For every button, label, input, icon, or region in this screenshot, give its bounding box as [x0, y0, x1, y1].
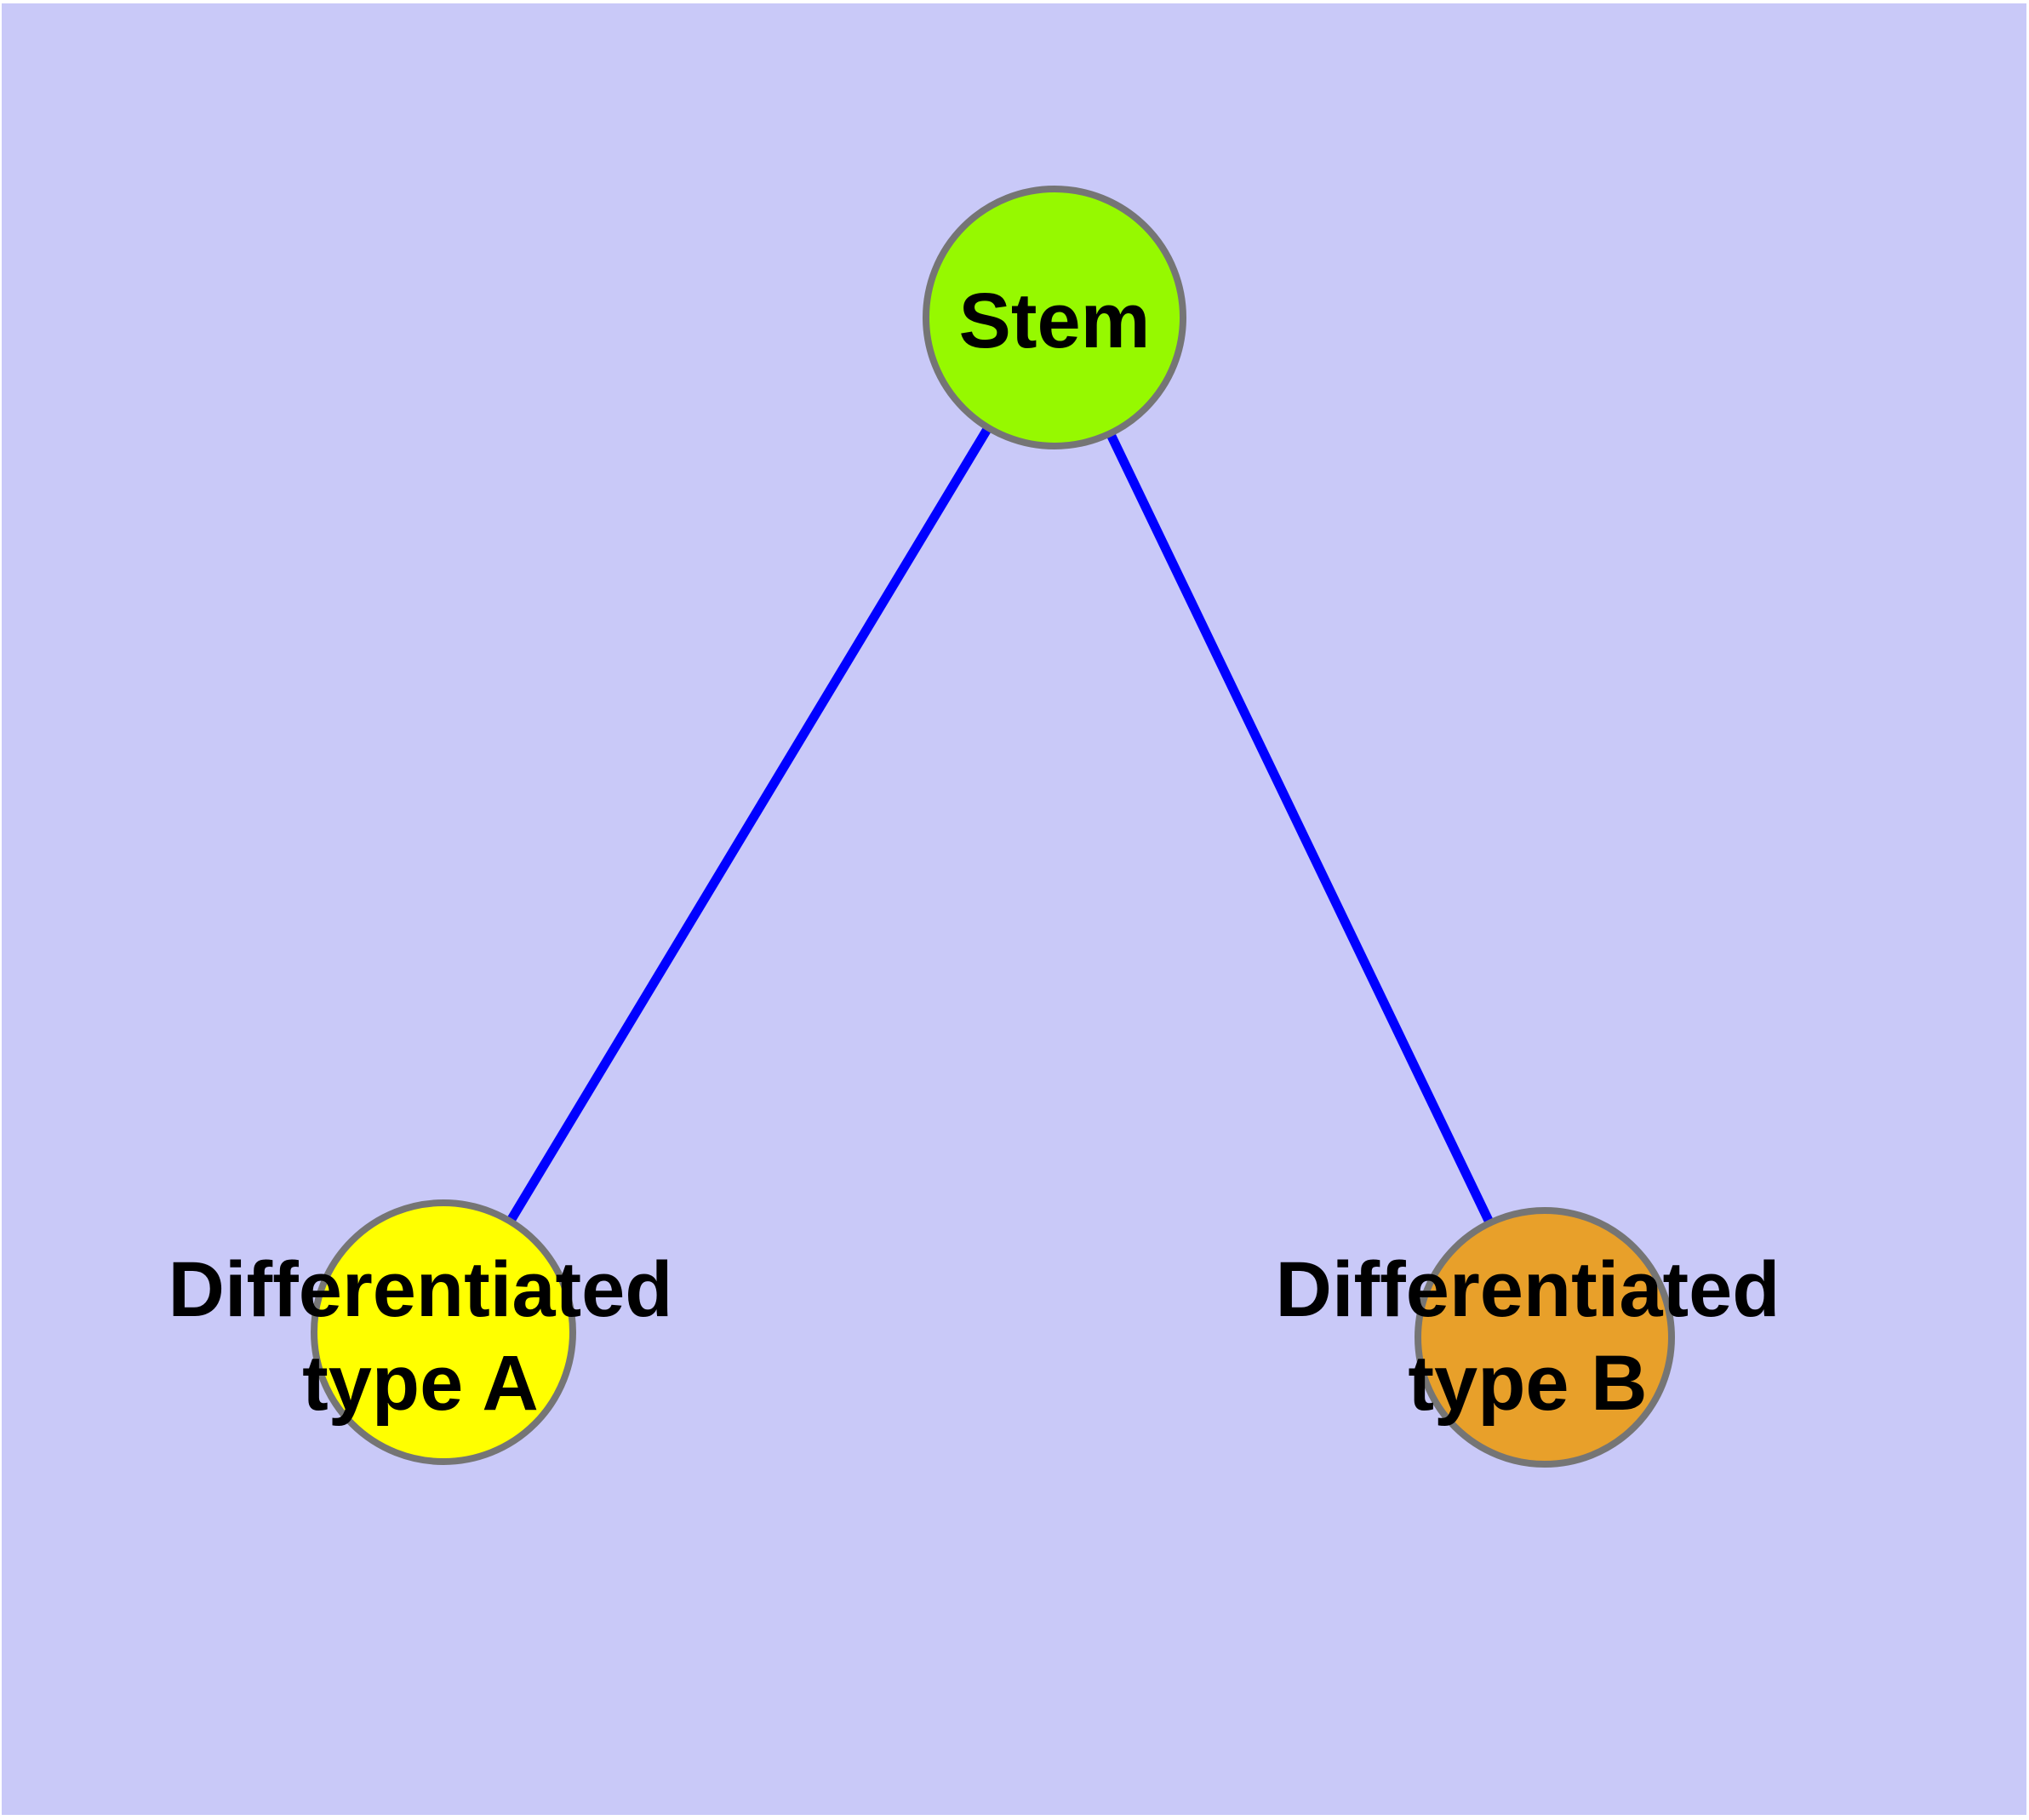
- node-label-line-stem-0: Stem: [959, 278, 1151, 364]
- edge-stem-to-differentiated-type-b: [1050, 315, 1549, 1340]
- node-label-line-differentiated-type-a-0: Differentiated: [169, 1246, 673, 1333]
- node-label-line-differentiated-type-b-1: type B: [1408, 1340, 1647, 1427]
- edge-stem-to-differentiated-type-a: [439, 315, 1059, 1335]
- node-label-stem: Stem: [959, 278, 1151, 364]
- node-label-line-differentiated-type-a-1: type A: [302, 1340, 539, 1427]
- node-differentiated-type-b: [1415, 1207, 1675, 1468]
- node-differentiated-type-a: [311, 1199, 576, 1465]
- node-stem: [923, 186, 1186, 449]
- node-label-line-differentiated-type-b-0: Differentiated: [1276, 1246, 1780, 1333]
